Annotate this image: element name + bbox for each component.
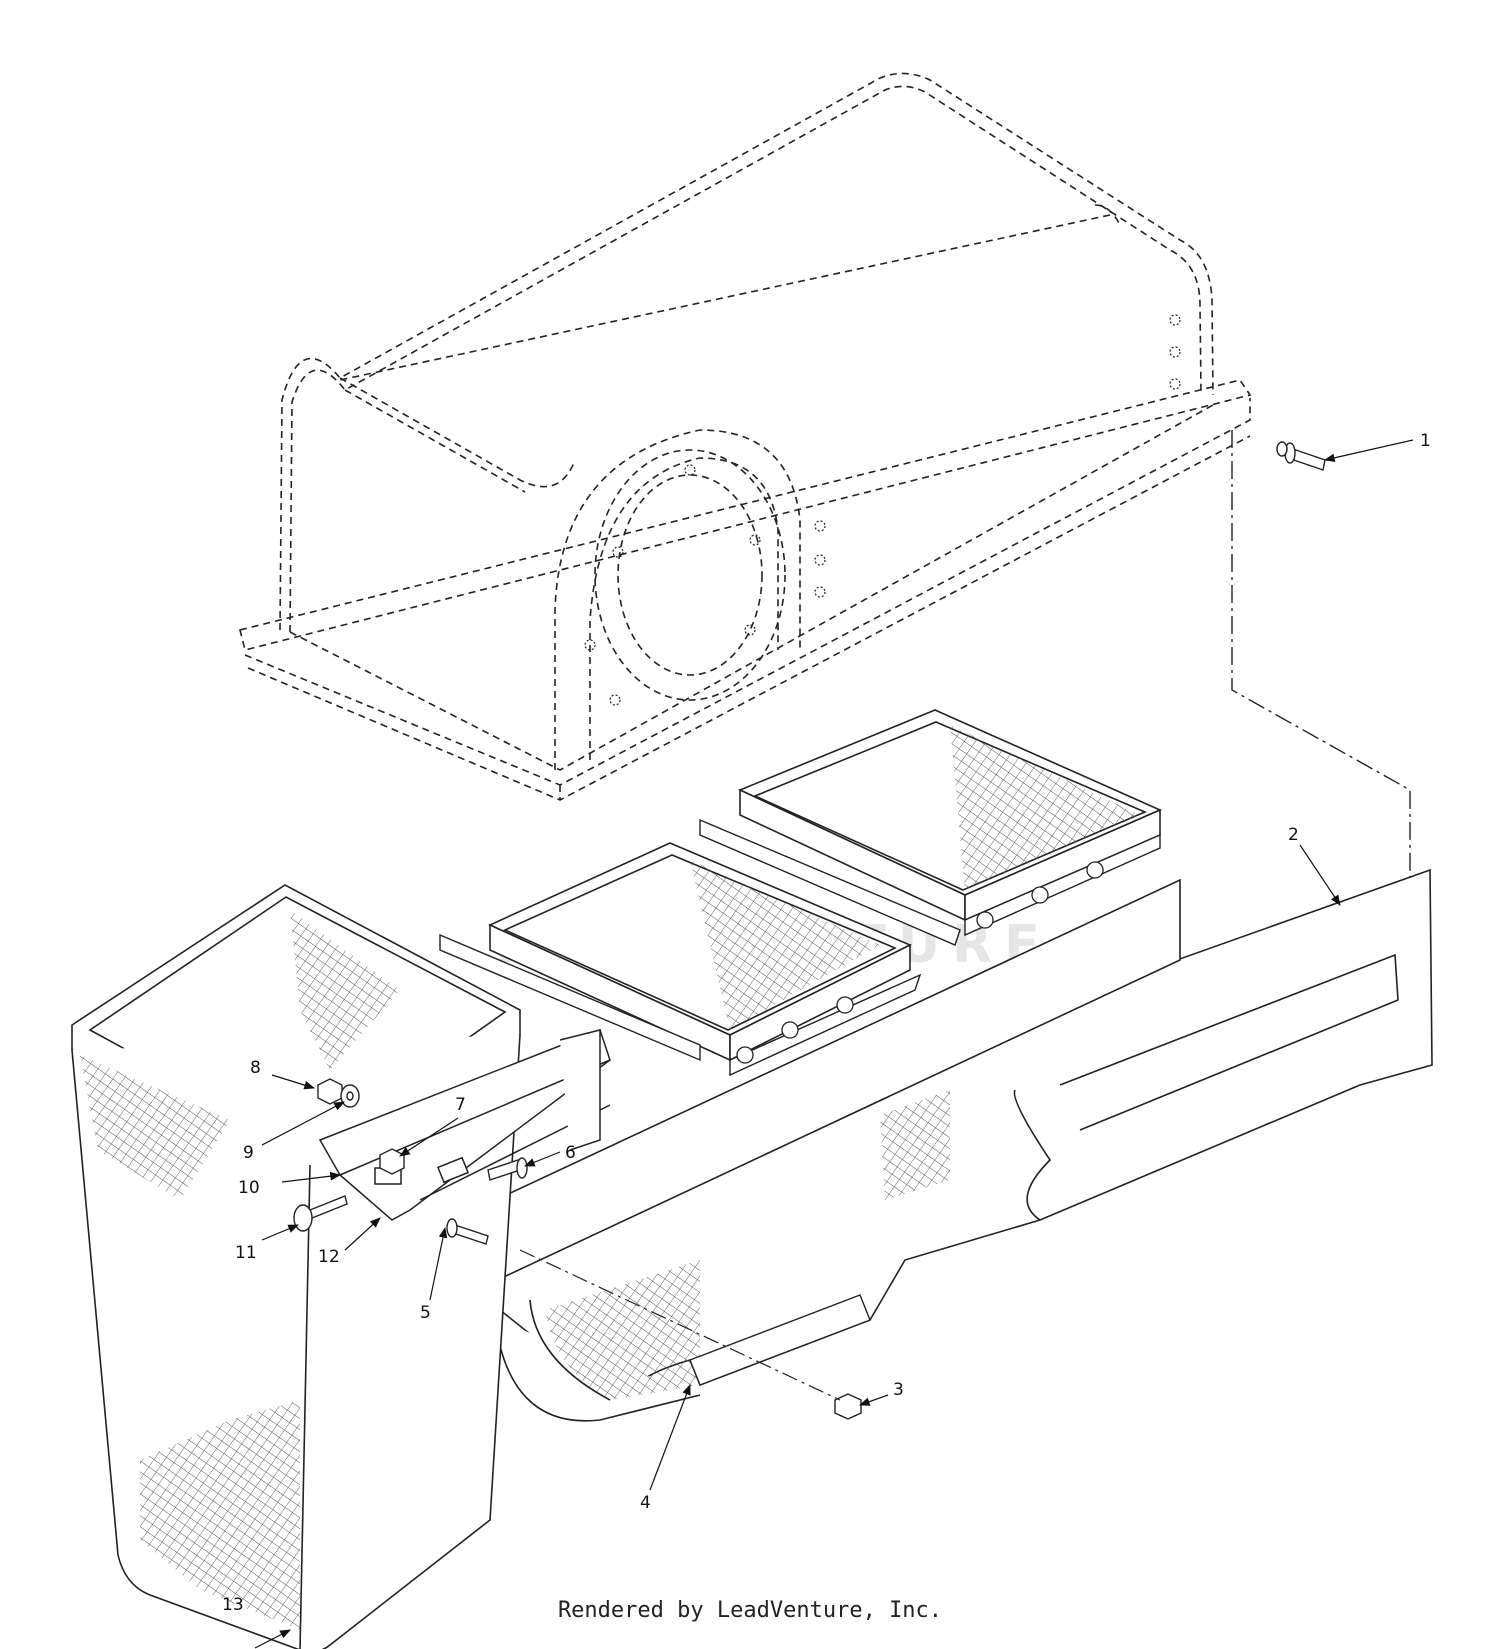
- tray-brackets: [439, 818, 1161, 1077]
- callout-2: 2: [1288, 825, 1299, 845]
- callout-12: 12: [318, 1247, 340, 1267]
- callout-5: 5: [420, 1303, 431, 1323]
- callout-leaders: [254, 439, 1414, 1649]
- callout-11: 11: [235, 1243, 257, 1263]
- front-bag-mesh: [80, 910, 400, 1630]
- callout-3: 3: [893, 1380, 904, 1400]
- callout-1: 1: [1420, 431, 1431, 451]
- callout-8: 8: [250, 1058, 261, 1078]
- footer-credit: Rendered by LeadVenture, Inc.: [557, 1598, 943, 1623]
- chute-mesh: [545, 1090, 950, 1400]
- center-tray-mesh: [690, 860, 880, 1030]
- hood-mounting-holes: [584, 314, 1181, 706]
- callout-10: 10: [238, 1178, 260, 1198]
- callout-13: 13: [222, 1595, 244, 1615]
- rivet-part: [1276, 441, 1326, 471]
- fastener-centerline: [519, 1249, 841, 1401]
- callout-7: 7: [455, 1095, 466, 1115]
- right-tray-mesh: [950, 725, 1140, 890]
- callout-6: 6: [565, 1143, 576, 1163]
- assembly-leader-line: [1231, 430, 1411, 880]
- bracket-bolts: [736, 861, 1104, 1064]
- callout-4: 4: [640, 1493, 651, 1513]
- hardware-parts: [293, 1078, 871, 1420]
- callout-9: 9: [243, 1143, 254, 1163]
- hood-outline: [239, 72, 1252, 801]
